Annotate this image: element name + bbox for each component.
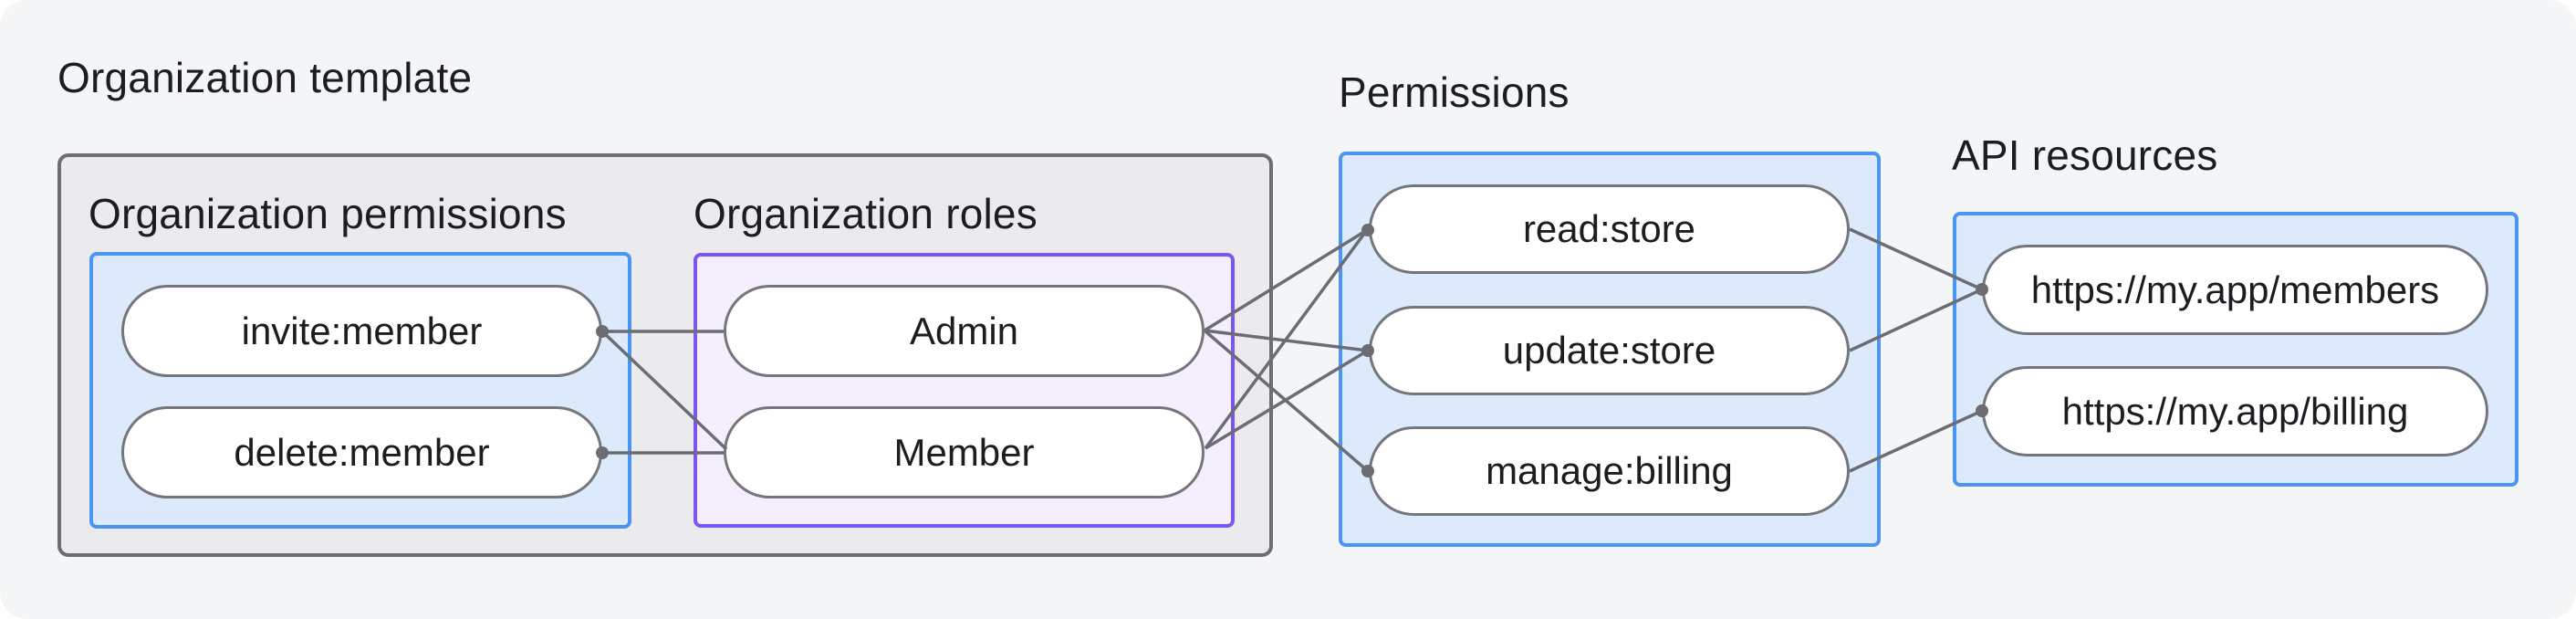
- node-invite-member-label: invite:member: [241, 309, 483, 352]
- node-read-store-label: read:store: [1522, 207, 1696, 250]
- org-roles-title: Organization roles: [694, 190, 1038, 237]
- node-members-resource-label: https://my.app/members: [2030, 268, 2440, 311]
- node-invite-member: invite:member: [121, 285, 602, 377]
- node-member-label: Member: [893, 430, 1035, 474]
- node-manage-billing: manage:billing: [1369, 426, 1850, 516]
- node-billing-resource-label: https://my.app/billing: [2061, 389, 2409, 433]
- org-permissions-title: Organization permissions: [89, 190, 567, 237]
- node-billing-resource: https://my.app/billing: [1982, 366, 2488, 456]
- api-resources-title: API resources: [1952, 131, 2218, 179]
- node-update-store-label: update:store: [1502, 329, 1716, 372]
- node-admin-label: Admin: [909, 309, 1019, 352]
- org-template-title: Organization template: [57, 54, 473, 101]
- permissions-title: Permissions: [1339, 68, 1570, 116]
- node-member: Member: [724, 406, 1205, 498]
- node-delete-member: delete:member: [121, 406, 602, 498]
- node-manage-billing-label: manage:billing: [1486, 449, 1733, 492]
- node-members-resource: https://my.app/members: [1982, 245, 2488, 335]
- node-admin: Admin: [724, 285, 1205, 377]
- node-update-store: update:store: [1369, 306, 1850, 395]
- node-read-store: read:store: [1369, 184, 1850, 274]
- node-delete-member-label: delete:member: [234, 430, 490, 474]
